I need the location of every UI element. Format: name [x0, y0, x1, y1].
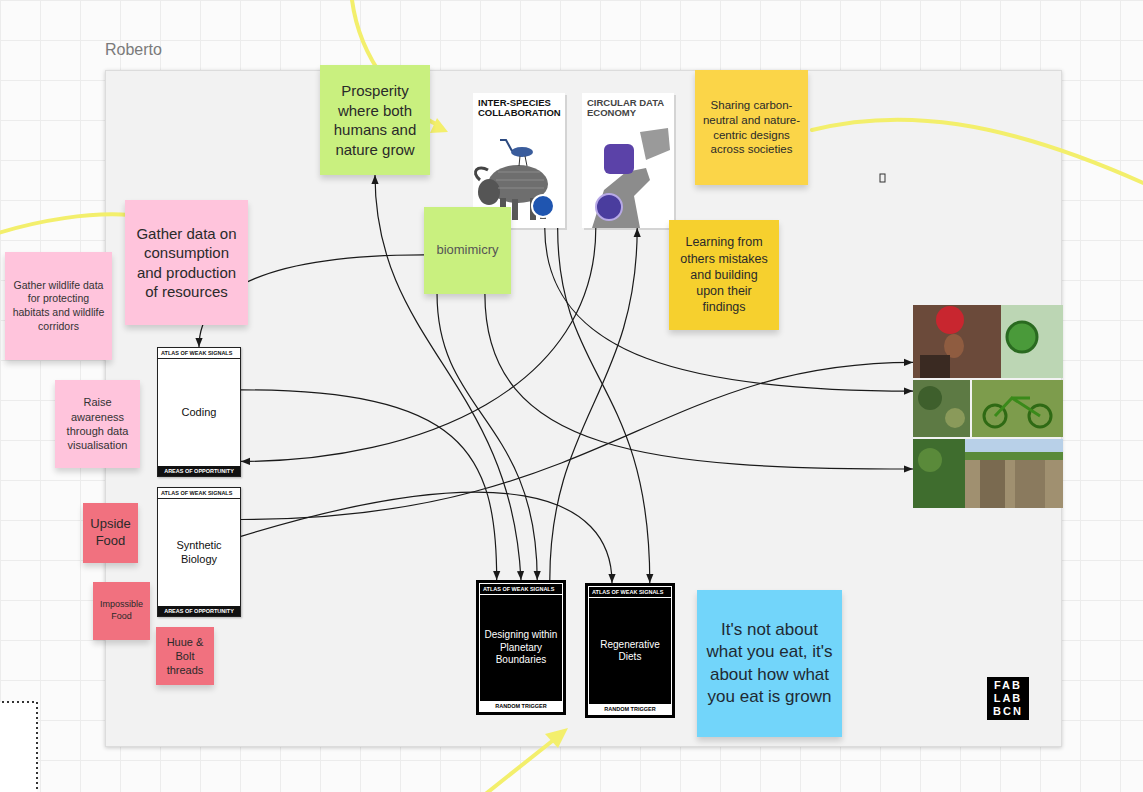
sticky-text: Learning from others mistakes and buildi…: [675, 234, 773, 315]
dotted-box: [0, 702, 37, 792]
signal-card: ATLAS OF WEAK SIGNALSSynthetic BiologyAR…: [157, 487, 241, 617]
photo-detail: [918, 448, 942, 472]
card-topic: Regenerative Diets: [589, 598, 671, 704]
photo-detail: [945, 408, 965, 428]
sticky-text: Gather wildlife data for protecting habi…: [11, 279, 106, 334]
hand: [592, 168, 650, 228]
card-topic: Synthetic Biology: [158, 499, 240, 606]
yellow-arrowhead: [430, 118, 448, 133]
topic-card: CIRCULAR DATA ECONOMY: [582, 93, 674, 228]
sticky-text: Prosperity where both humans and nature …: [326, 81, 424, 159]
card-topic: Designing within Planetary Boundaries: [480, 595, 562, 701]
connector: [545, 228, 913, 391]
sticky-text: Huue & Bolt threads: [162, 635, 208, 678]
sticky-text: Raise awareness through data visualisati…: [61, 395, 134, 452]
yellow-curve: [0, 214, 130, 234]
sticky-note: Upside Food: [83, 503, 138, 563]
sticky-text: Sharing carbon-neutral and nature-centri…: [701, 98, 802, 158]
sticky-text: Gather data on consumption and productio…: [131, 224, 242, 302]
card-footer: RANDOM TRIGGER: [480, 701, 562, 711]
card-header: ATLAS OF WEAK SIGNALS: [158, 348, 240, 359]
card-header: ATLAS OF WEAK SIGNALS: [158, 488, 240, 499]
signal-card: ATLAS OF WEAK SIGNALSCodingAREAS OF OPPO…: [157, 347, 241, 477]
photo-tile: [972, 380, 1063, 437]
sticky-note: Huue & Bolt threads: [156, 627, 214, 685]
card-footer: AREAS OF OPPORTUNITY: [158, 606, 240, 616]
purple-square: [604, 144, 634, 174]
connector: [241, 228, 596, 461]
connector: [437, 294, 537, 580]
bird-body: [511, 147, 533, 157]
frame-title: Roberto: [105, 41, 162, 59]
sticky-text: Upside Food: [89, 516, 132, 550]
card-title: CIRCULAR DATA ECONOMY: [582, 93, 674, 123]
sticky-note: It's not about what you eat, it's about …: [697, 590, 842, 737]
connector: [241, 362, 913, 519]
cursor-glyph: [880, 174, 885, 182]
sticky-note: Gather wildlife data for protecting habi…: [5, 252, 112, 360]
circular-data-card-art: [582, 93, 676, 230]
sticky-text: It's not about what you eat, it's about …: [703, 619, 836, 707]
purple-disc: [596, 194, 622, 220]
sticky-text: Impossible Food: [99, 599, 144, 622]
blue-badge: [532, 195, 554, 217]
card-inner-border: ATLAS OF WEAK SIGNALSDesigning within Pl…: [479, 583, 563, 712]
buffalo-hatching: [496, 172, 544, 188]
sticky-note: Prosperity where both humans and nature …: [320, 65, 430, 175]
connector: [241, 492, 612, 583]
card-topic: Coding: [158, 359, 240, 466]
sticky-note: Impossible Food: [93, 582, 150, 640]
sticky-note: biomimicry: [424, 207, 511, 294]
photo-collage: [913, 305, 1063, 510]
trigger-card: ATLAS OF WEAK SIGNALSRegenerative DietsR…: [585, 583, 675, 718]
photo-collage: [913, 305, 1063, 508]
card-footer: AREAS OF OPPORTUNITY: [158, 466, 240, 476]
photo-tile: [913, 305, 1001, 378]
card-header: ATLAS OF WEAK SIGNALS: [480, 584, 562, 595]
yellow-arrow-shaft: [478, 738, 556, 792]
sticky-note: Learning from others mistakes and buildi…: [669, 220, 779, 330]
photo-tile: [965, 439, 1063, 508]
photo-detail: [980, 460, 1005, 508]
card-face: [582, 93, 674, 228]
card-footer: RANDOM TRIGGER: [589, 704, 671, 714]
bird-neck: [500, 140, 512, 151]
bird-legs: [519, 156, 527, 166]
buffalo-horn: [475, 168, 488, 180]
photo-tile: [913, 439, 965, 508]
photo-detail: [920, 355, 950, 378]
card-title: INTER-SPECIES COLLABORATION: [473, 93, 565, 123]
photo-detail: [965, 452, 1063, 460]
photo-tile: [913, 380, 970, 437]
connector: [558, 228, 650, 583]
photo-detail: [944, 334, 964, 358]
bike-frame: [995, 398, 1040, 416]
photo-detail: [936, 306, 964, 334]
yellow-curve: [812, 120, 1143, 186]
photo-tile: [1001, 305, 1063, 378]
sticky-note: Sharing carbon-neutral and nature-centri…: [695, 70, 808, 185]
frame: RobertoINTER-SPECIES COLLABORATIONCIRCUL…: [105, 70, 1062, 747]
photo-detail: [1007, 322, 1037, 352]
connector: [375, 175, 521, 580]
photo-detail: [918, 386, 942, 410]
sticky-text: biomimicry: [430, 242, 505, 259]
connector: [550, 228, 637, 580]
sticky-note: Raise awareness through data visualisati…: [55, 380, 140, 468]
photo-detail: [1015, 455, 1045, 508]
card-header: ATLAS OF WEAK SIGNALS: [589, 587, 671, 598]
yellow-arrowhead: [545, 728, 568, 748]
trigger-card: ATLAS OF WEAK SIGNALSDesigning within Pl…: [476, 580, 566, 715]
buffalo-head: [478, 179, 500, 205]
hand-top: [640, 128, 670, 160]
sticky-note: Gather data on consumption and productio…: [125, 200, 248, 325]
logo: FAB LAB BCN: [987, 677, 1029, 720]
card-inner-border: ATLAS OF WEAK SIGNALSRegenerative DietsR…: [588, 586, 672, 715]
buffalo-leg: [512, 199, 518, 220]
